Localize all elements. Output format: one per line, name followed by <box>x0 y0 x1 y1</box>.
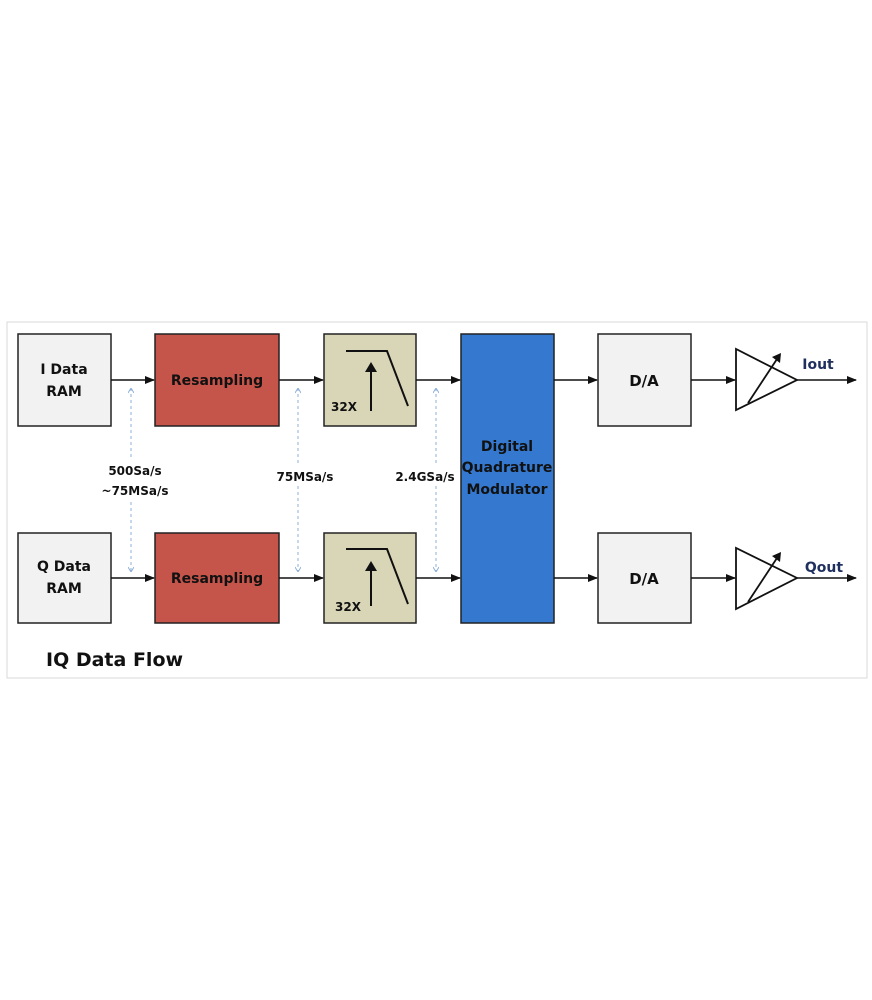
i-data-ram-box <box>17 333 112 427</box>
da-i-block: D/A <box>597 333 692 427</box>
variable-gain-amplifier-icon <box>735 347 800 412</box>
q-data-ram-box <box>17 532 112 624</box>
modulator-box <box>460 333 555 624</box>
variable-gain-amplifier-icon <box>735 546 800 611</box>
output-label-i: Iout <box>802 357 834 373</box>
q-data-ram-label-line2: RAM <box>46 581 82 597</box>
resampling-i-block: Resampling <box>154 333 280 427</box>
rate-label-stage2: 75MSa/s <box>277 470 334 484</box>
filter-q-label: 32X <box>335 600 362 614</box>
lowpass-filter-response-icon <box>346 548 409 606</box>
rate-indicator-lines <box>131 388 436 572</box>
lowpass-filter-response-icon <box>346 350 409 411</box>
resampling-i-label: Resampling <box>171 373 263 389</box>
resampling-i-box <box>154 333 280 427</box>
resampling-q-block: Resampling <box>154 532 280 624</box>
modulator-label-line3: Modulator <box>467 482 548 498</box>
resampling-q-label: Resampling <box>171 571 263 587</box>
da-q-box <box>597 532 692 624</box>
da-q-label: D/A <box>629 570 659 588</box>
output-label-q: Qout <box>805 560 843 576</box>
q-data-ram-block: Q Data RAM <box>17 532 112 624</box>
da-i-label: D/A <box>629 372 659 390</box>
da-i-box <box>597 333 692 427</box>
rate-label-stage3: 2.4GSa/s <box>395 470 454 484</box>
da-q-block: D/A <box>597 532 692 624</box>
modulator-label-line1: Digital <box>481 439 533 455</box>
digital-quadrature-modulator-block: Digital Quadrature Modulator <box>460 333 555 624</box>
modulator-label-line2: Quadrature <box>462 460 553 476</box>
rate-label-stage1-line1: 500Sa/s <box>108 464 161 478</box>
q-data-ram-label-line1: Q Data <box>37 559 91 575</box>
i-data-ram-label-line2: RAM <box>46 384 82 400</box>
resampling-q-box <box>154 532 280 624</box>
diagram-title: IQ Data Flow <box>46 649 183 671</box>
rate-label-stage1-line2: ~75MSa/s <box>102 484 169 498</box>
filter-i-label: 32X <box>331 400 358 414</box>
i-data-ram-block: I Data RAM <box>17 333 112 427</box>
filter-i-block: 32X <box>323 333 417 427</box>
i-data-ram-label-line1: I Data <box>40 362 87 378</box>
filter-q-block: 32X <box>323 532 417 624</box>
